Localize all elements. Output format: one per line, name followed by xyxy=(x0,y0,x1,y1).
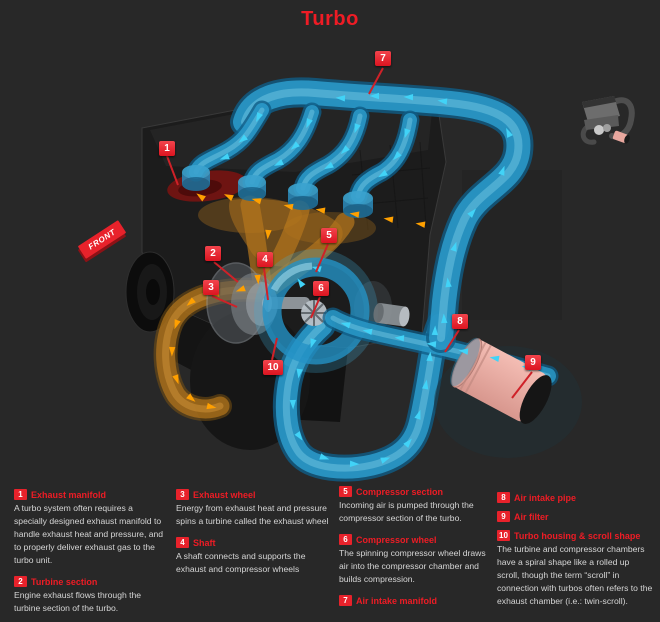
legend-number-badge: 5 xyxy=(339,486,352,497)
legend-number-badge: 7 xyxy=(339,595,352,606)
legend-item-title: Compressor section xyxy=(356,486,444,497)
legend-number-badge: 1 xyxy=(14,489,27,500)
legend-item-body: A turbo system often requires a speciall… xyxy=(14,503,164,565)
legend-number-badge: 3 xyxy=(176,489,189,500)
callout-5[interactable]: 5 xyxy=(321,228,337,243)
legend-item-1: 1 Exhaust manifold A turbo system often r… xyxy=(14,489,166,567)
callout-3[interactable]: 3 xyxy=(203,280,219,295)
legend-item-9: 9 Air filter xyxy=(497,511,653,522)
legend-item-body: Incoming air is pumped through the compr… xyxy=(339,500,474,523)
legend-item-title: Turbo housing & scroll shape xyxy=(514,530,641,541)
compressor-scroll-housing xyxy=(254,249,378,373)
callout-9[interactable]: 9 xyxy=(525,355,541,370)
callout-4[interactable]: 4 xyxy=(257,252,273,267)
legend-number-badge: 2 xyxy=(14,576,27,587)
legend-item-title: Exhaust wheel xyxy=(193,489,256,500)
legend-item-8: 8 Air intake pipe xyxy=(497,492,653,503)
legend-item-6: 6 Compressor wheel The spinning compresso… xyxy=(339,534,491,586)
legend-item-body: Energy from exhaust heat and pressure sp… xyxy=(176,503,329,526)
legend-column-2: 3 Exhaust wheel Energy from exhaust heat … xyxy=(176,489,330,585)
legend-number-badge: 4 xyxy=(176,537,189,548)
legend-item-title: Compressor wheel xyxy=(356,534,437,545)
legend-item-title: Air intake pipe xyxy=(514,492,577,503)
callout-leader-lines xyxy=(166,67,533,399)
legend-item-3: 3 Exhaust wheel Energy from exhaust heat … xyxy=(176,489,330,528)
legend-number-badge: 10 xyxy=(497,530,510,541)
legend-number-badge: 9 xyxy=(497,511,510,522)
callout-2[interactable]: 2 xyxy=(205,246,221,261)
legend-column-1: 1 Exhaust manifold A turbo system often r… xyxy=(14,489,166,622)
callout-6[interactable]: 6 xyxy=(313,281,329,296)
legend-number-badge: 6 xyxy=(339,534,352,545)
legend-item-10: 10 Turbo housing & scroll shape The turbi… xyxy=(497,530,653,608)
legend-item-title: Shaft xyxy=(193,537,216,548)
callout-7[interactable]: 7 xyxy=(375,51,391,66)
legend-item-title: Turbine section xyxy=(31,576,98,587)
legend-item-7: 7 Air intake manifold xyxy=(339,595,491,606)
pipe-fitting xyxy=(373,302,410,327)
callout-8[interactable]: 8 xyxy=(452,314,468,329)
legend-number-badge: 8 xyxy=(497,492,510,503)
callout-10[interactable]: 10 xyxy=(263,360,283,375)
air-filter-shape xyxy=(450,337,552,424)
legend-column-4: 8 Air intake pipe 9 Air filter 10 Turbo hou… xyxy=(497,492,653,616)
legend-item-5: 5 Compressor section Incoming air is pump… xyxy=(339,486,491,525)
legend-item-body: The turbine and compressor chambers have… xyxy=(497,544,653,606)
legend-item-title: Air intake manifold xyxy=(356,595,438,606)
air-intake-manifold-pipe xyxy=(230,77,534,353)
thumbnail[interactable] xyxy=(574,86,636,148)
legend-item-title: Air filter xyxy=(514,511,549,522)
legend-item-4: 4 Shaft A shaft connects and supports the… xyxy=(176,537,330,576)
legend-item-title: Exhaust manifold xyxy=(31,489,107,500)
page-title: Turbo xyxy=(301,8,359,30)
legend-item-body: Engine exhaust flows through the turbine… xyxy=(14,590,142,613)
legend-item-body: The spinning compressor wheel draws air … xyxy=(339,548,486,584)
turbo-illustration xyxy=(125,67,559,482)
legend-item-body: A shaft connects and supports the exhaus… xyxy=(176,551,306,574)
callout-1[interactable]: 1 xyxy=(159,141,175,156)
crank-pulley xyxy=(125,251,175,333)
legend-column-3: 5 Compressor section Incoming air is pump… xyxy=(339,486,491,615)
legend-item-2: 2 Turbine section Engine exhaust flows th… xyxy=(14,576,166,615)
